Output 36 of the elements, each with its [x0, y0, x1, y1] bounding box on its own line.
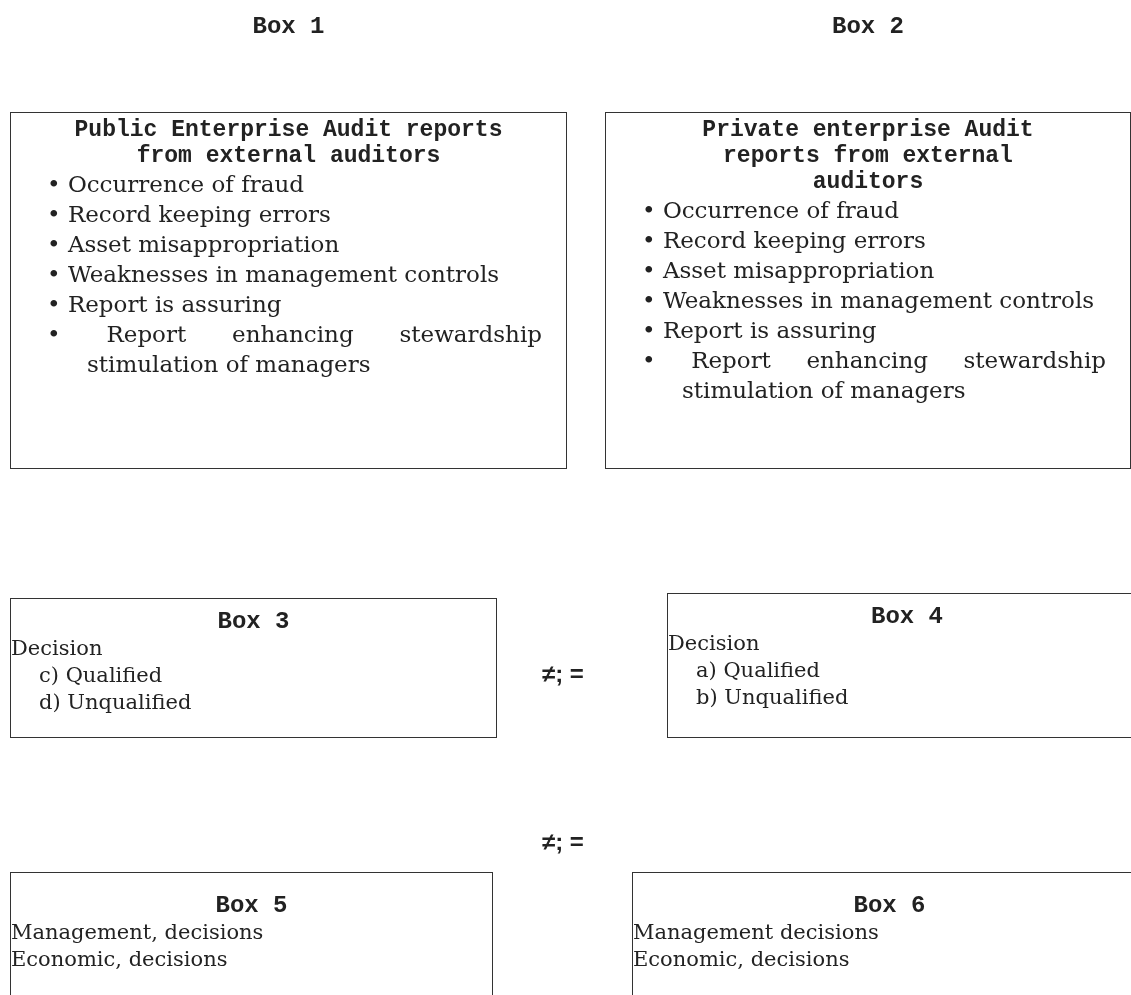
box-text: Management, decisions [11, 919, 265, 946]
box-heading: Box 5 [214, 893, 289, 919]
bullet-item: • Report is assuring [46, 290, 283, 319]
text-box [10, 598, 497, 738]
list-item: d) Unqualified [38, 689, 193, 716]
text-box [632, 872, 1131, 995]
box-heading: Box 3 [216, 609, 291, 635]
bullet-item: • Report enhancing stewardship stimulation of managers [46, 320, 543, 379]
bullet-item: • Asset misappropriation [46, 230, 341, 259]
bullet-item: • Report enhancing stewardship stimulation of managers [641, 346, 1107, 405]
box-text: Decision [11, 635, 104, 662]
box-text: Management decisions [633, 919, 880, 946]
relation-symbol: ≠; = [542, 828, 584, 856]
bullet-item: • Record keeping errors [46, 200, 332, 229]
list-item: b) Unqualified [695, 684, 850, 711]
box-heading: Box 1 [251, 13, 326, 40]
bullet-item: • Record keeping errors [641, 226, 927, 255]
box-text: Economic, decisions [11, 946, 229, 973]
list-item: c) Qualified [38, 662, 164, 689]
box-heading: Box 4 [870, 604, 944, 630]
box-title: Private enterprise Audit reports from external auditors [701, 117, 1035, 195]
list-item: a) Qualified [695, 657, 821, 684]
text-box [667, 593, 1131, 738]
bullet-item: • Weaknesses in management controls [46, 260, 501, 289]
bullet-item: • Asset misappropriation [641, 256, 936, 285]
box-text: Decision [668, 630, 761, 657]
box-heading: Box 6 [852, 893, 927, 919]
bullet-item: • Occurrence of fraud [46, 170, 305, 199]
text-box [10, 872, 493, 995]
box-title: Public Enterprise Audit reports from external auditors [73, 117, 504, 169]
bullet-item: • Occurrence of fraud [641, 196, 900, 225]
bullet-item: • Weaknesses in management controls [641, 286, 1096, 315]
relation-symbol: ≠; = [542, 660, 584, 688]
bullet-item: • Report is assuring [641, 316, 878, 345]
box-text: Economic, decisions [633, 946, 851, 973]
box-heading: Box 2 [831, 13, 905, 40]
